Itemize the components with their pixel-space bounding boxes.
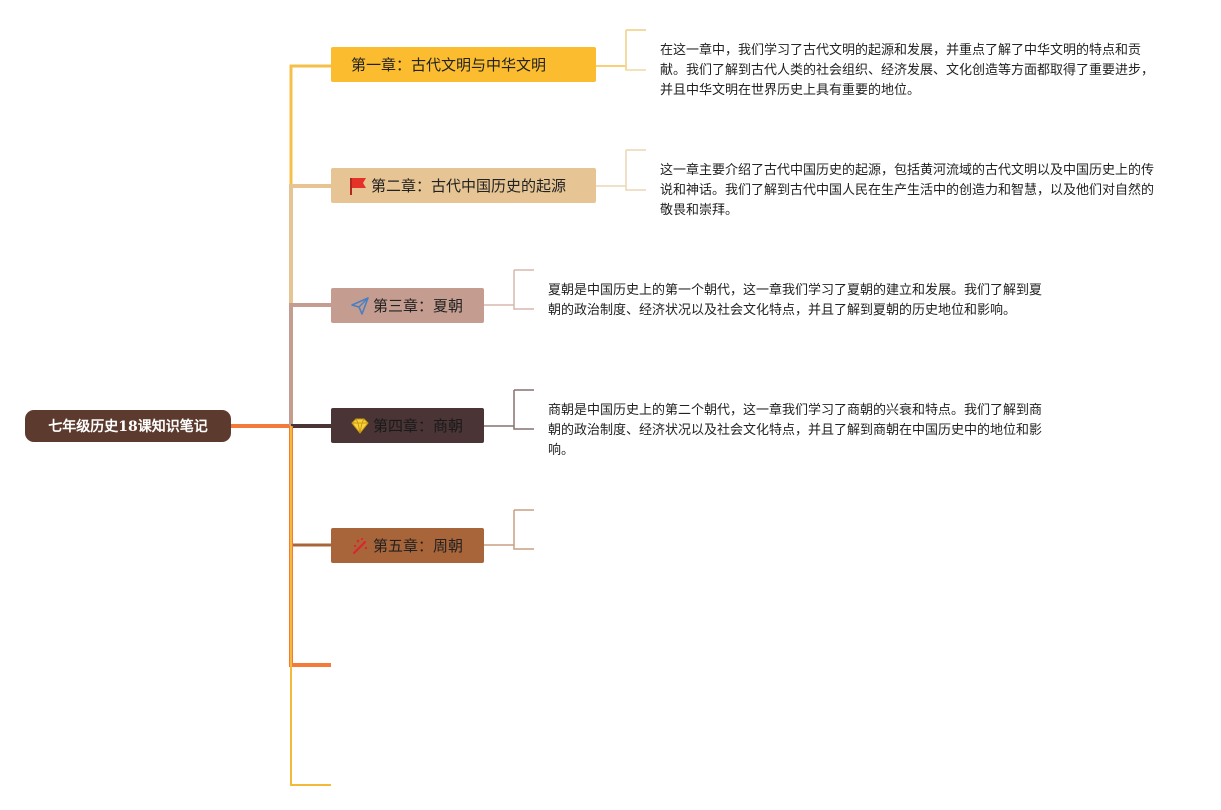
chapter-3-bracket xyxy=(484,269,534,310)
chapter-2-summary: 这一章主要介绍了古代中国历史的起源，包括黄河流域的古代文明以及中国历史上的传说和… xyxy=(660,163,1155,218)
chapter-2-bracket xyxy=(596,149,646,191)
trunk-line-yellow xyxy=(289,64,331,426)
red-flag-icon xyxy=(347,176,369,196)
chapter-5-label: 第五章：周朝 xyxy=(373,537,464,555)
chapter-2-node[interactable]: 第二章：古代中国历史的起源 xyxy=(331,168,596,203)
chapter-1-node[interactable]: 第一章：古代文明与中华文明 xyxy=(331,47,596,82)
chapter-2-label: 第二章：古代中国历史的起源 xyxy=(371,177,567,195)
root-node[interactable]: 七年级历史18课知识笔记 xyxy=(25,410,231,442)
paper-plane-icon xyxy=(349,296,371,316)
chapter-1-summary: 在这一章中，我们学习了古代文明的起源和发展，并重点了解了中华文明的特点和贡献。我… xyxy=(660,43,1155,98)
chapter-1-connector xyxy=(596,29,646,70)
diamond-icon xyxy=(349,416,371,436)
chapter-4-bracket xyxy=(484,389,534,430)
chapter-3-label: 第三章：夏朝 xyxy=(373,297,464,315)
chapter-4-summary: 商朝是中国历史上的第二个朝代，这一章我们学习了商朝的兴衰和特点。我们了解到商朝的… xyxy=(548,403,1043,458)
chapter-1-label: 第一章：古代文明与中华文明 xyxy=(351,56,547,74)
chapter-4-node[interactable]: 第四章：商朝 xyxy=(331,408,484,443)
chapter-3-summary: 夏朝是中国历史上的第一个朝代，这一章我们学习了夏朝的建立和发展。我们了解到夏朝的… xyxy=(548,283,1043,318)
chapter-5-bracket xyxy=(484,509,534,550)
chapter-3-node[interactable]: 第三章：夏朝 xyxy=(331,288,484,323)
trunk-line-brown xyxy=(289,426,331,547)
root-label: 七年级历史18课知识笔记 xyxy=(48,419,208,435)
trunk-line-rose xyxy=(289,303,331,426)
chapter-5-node[interactable]: 第五章：周朝 xyxy=(331,528,484,563)
trunk-line-gold xyxy=(290,426,331,786)
fireworks-icon xyxy=(349,536,371,556)
chapter-4-label: 第四章：商朝 xyxy=(373,417,464,435)
chapter-1-bracket xyxy=(625,29,646,71)
